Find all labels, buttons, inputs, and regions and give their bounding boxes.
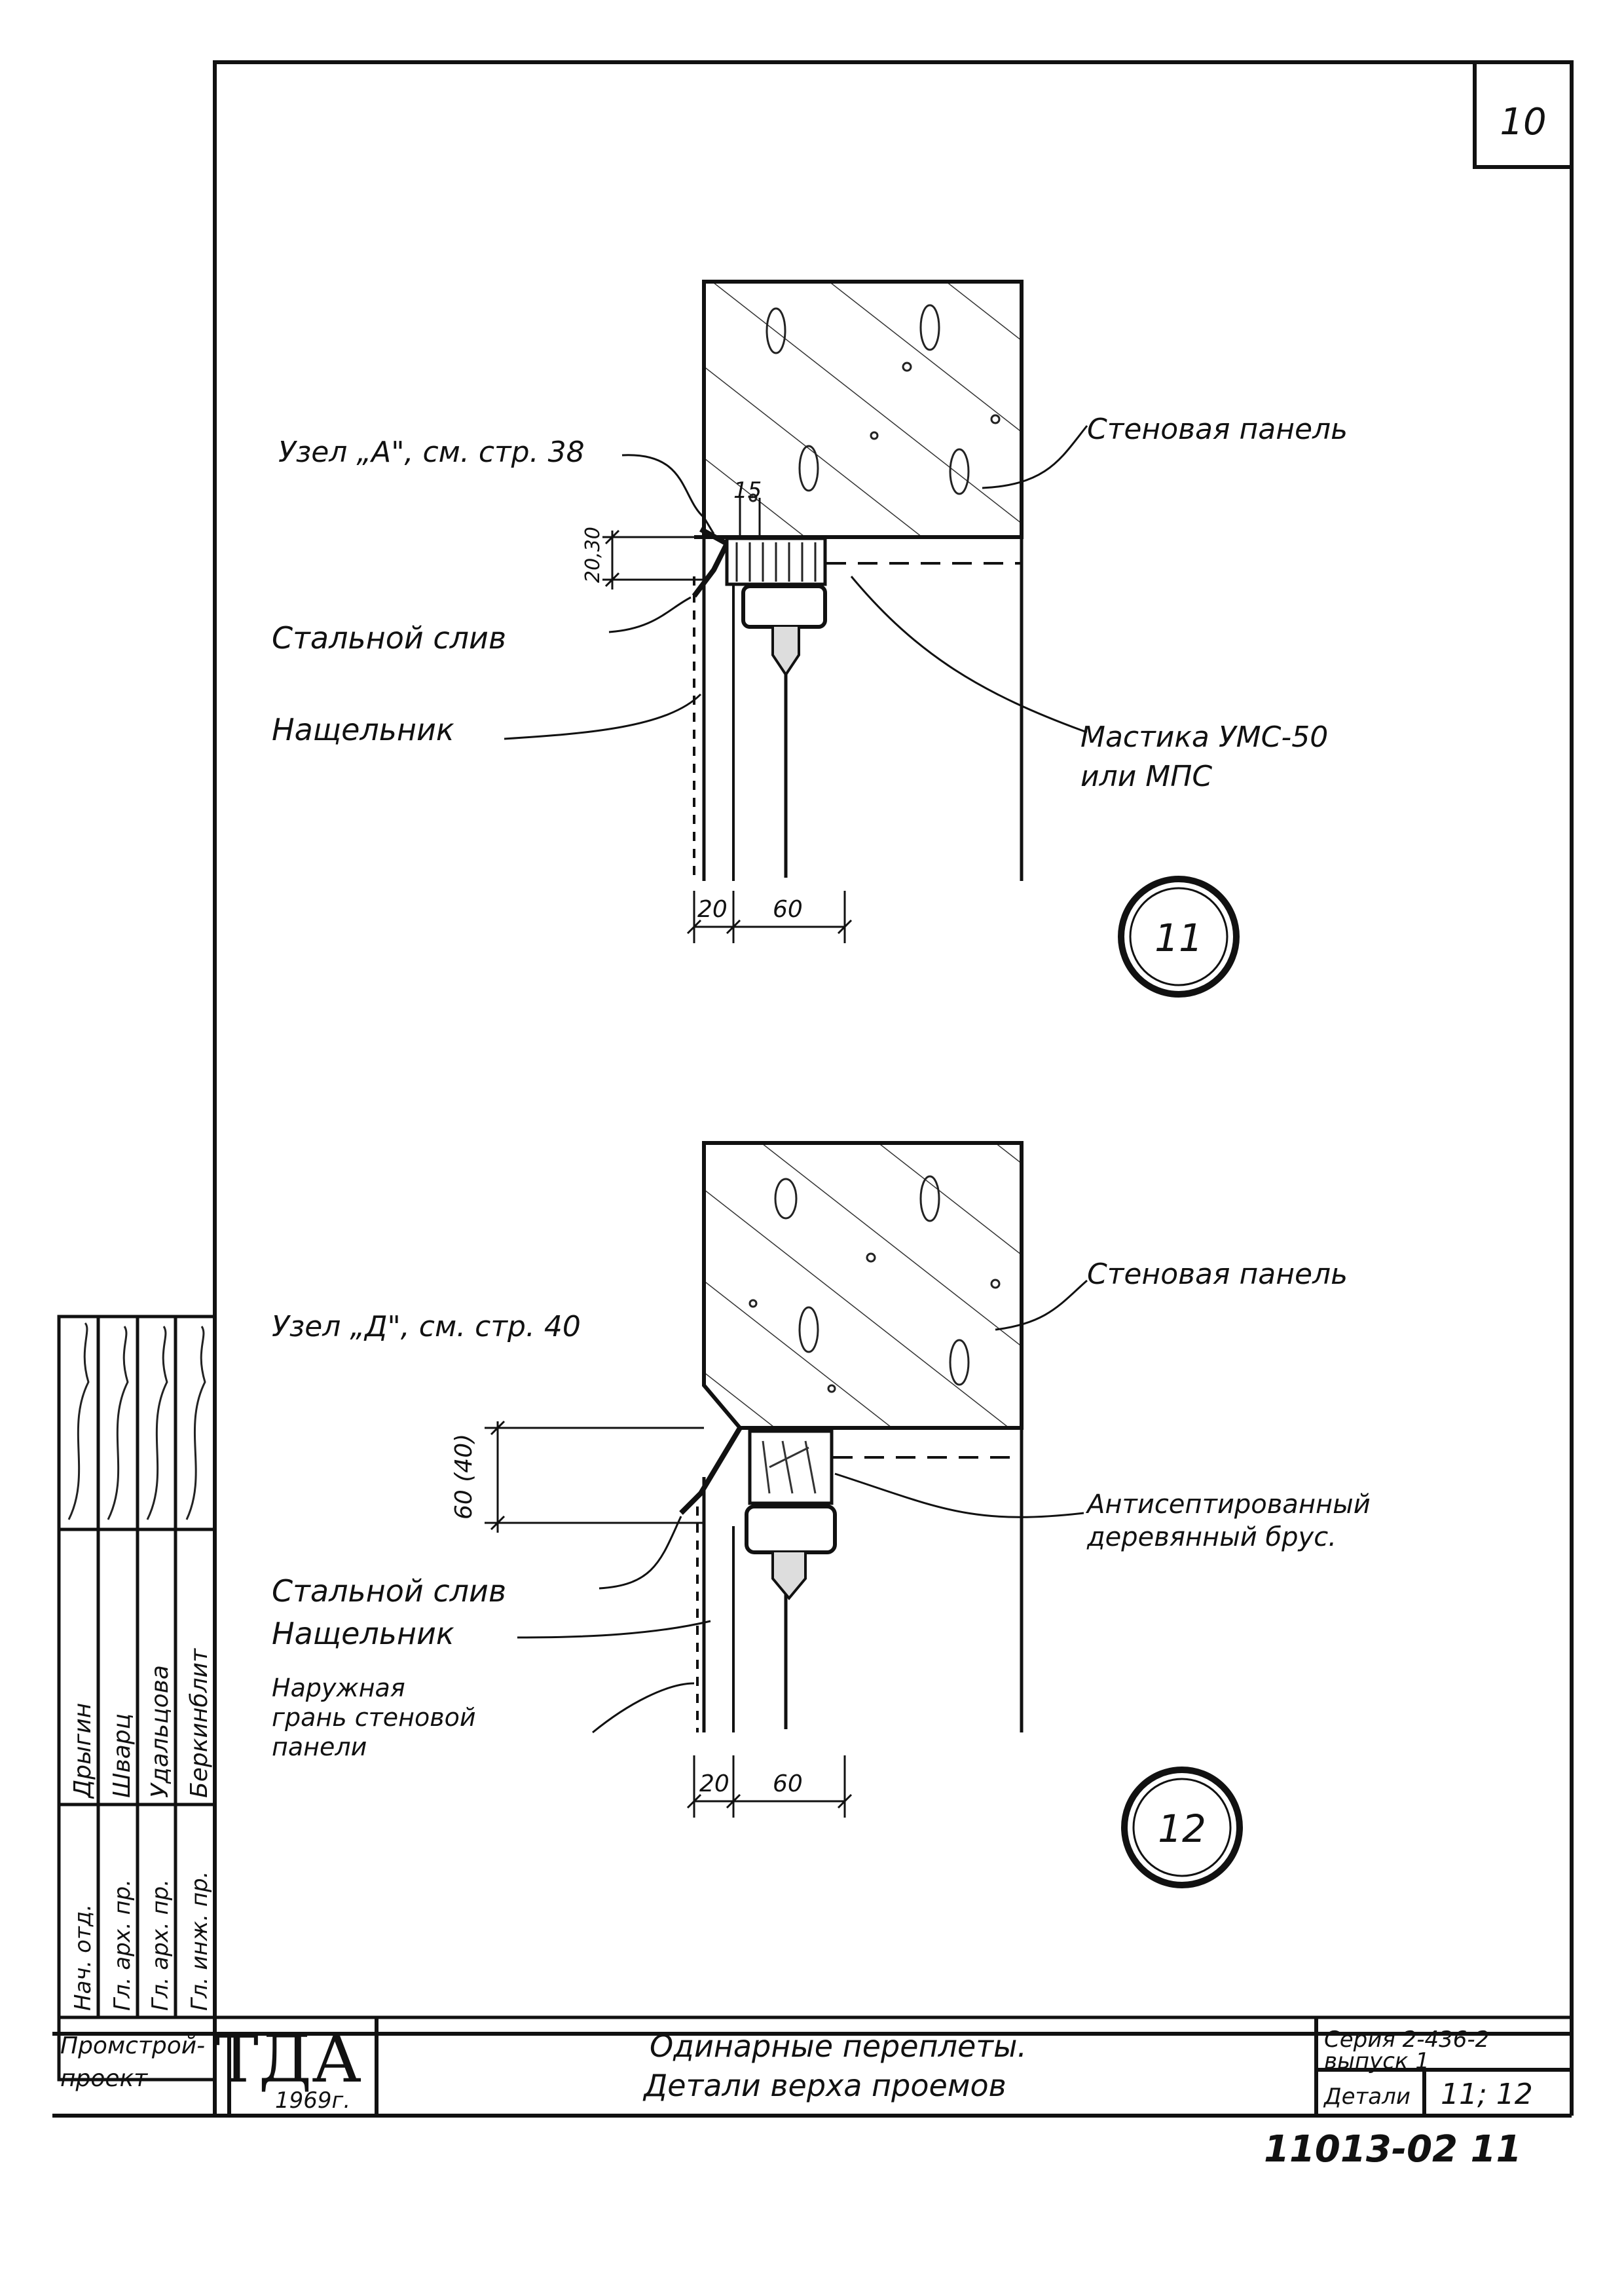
callout-node-11: Узел „A", см. стр. 38 (278, 436, 585, 469)
series-line-1: Серия 2-436-2 (1324, 2027, 1489, 2053)
sash-profile-11 (741, 584, 827, 677)
callout-outer-face-12b: грань стеновой (272, 1703, 476, 1732)
sig-role-1: Гл. арх. пр. (109, 1879, 136, 2011)
callout-outer-face-12a: Наружная (272, 1674, 405, 1702)
callout-beam-12a: Антисептированный (1085, 1489, 1371, 1520)
opening-lines-11 (693, 282, 1024, 881)
details-label: Детали (1323, 2084, 1411, 2110)
dimensions-12 (485, 1420, 853, 1818)
detail-marker-11: 11 (1118, 876, 1240, 998)
steel-drip-12 (679, 1426, 743, 1515)
wall-panel-11 (702, 280, 1024, 539)
tda-logo: ТДА (215, 2021, 361, 2097)
dim-bottom-20-12: 20 (699, 1770, 729, 1797)
sig-role-0: Нач. отд. (70, 1904, 96, 2011)
callout-cover-strip-12: Нащельник (272, 1616, 454, 1651)
detail-11: 15 20,30 20 60 Узел „A", см. стр. 38 Сте… (272, 280, 1348, 998)
title-line-1: Одинарные переплеты. (650, 2029, 1027, 2064)
wooden-beam-12 (748, 1429, 834, 1505)
callout-steel-drip-11: Стальной слив (272, 620, 506, 656)
wall-panel-12 (702, 1141, 1024, 1430)
opening-lines-12 (696, 1143, 1024, 1732)
title-block (52, 2015, 1572, 2116)
aggregate-marks-12 (748, 1175, 1001, 1393)
detail-marker-12-label: 12 (1158, 1806, 1206, 1851)
page-number: 10 (1500, 101, 1546, 143)
mastic-seal-11 (725, 536, 827, 586)
details-value: 11; 12 (1441, 2078, 1533, 2111)
sheet-number: 11013-02 11 (1264, 2128, 1521, 2171)
series-line-2: выпуск 1 (1324, 2048, 1430, 2074)
callout-cover-strip-11: Нащельник (272, 712, 454, 747)
signature-scribbles (67, 1322, 206, 1520)
sig-name-3: Беркинблит (186, 1648, 213, 1798)
dim-15-11: 15 (733, 477, 762, 504)
detail-marker-11-label: 11 (1154, 916, 1203, 960)
sig-role-3: Гл. инж. пр. (187, 1871, 213, 2011)
callout-mastic-11b: или МПС (1080, 760, 1212, 793)
leaders-11 (504, 425, 1088, 740)
detail-marker-12: 12 (1121, 1767, 1243, 1888)
dim-bottom-60-12: 60 (773, 1770, 803, 1797)
dim-20-30-11: 20,30 (581, 527, 604, 583)
signature-table: Нач. отд. Гл. арх. пр. Гл. арх. пр. Гл. … (57, 1315, 217, 2082)
dimensions-11 (602, 498, 853, 943)
leaders-12 (517, 1279, 1088, 1734)
dim-bottom-60-11: 60 (773, 896, 803, 923)
callout-node-12: Узел „Д", см. стр. 40 (272, 1310, 581, 1343)
callout-wall-panel-12: Стеновая панель (1087, 1258, 1348, 1291)
sash-profile-12 (745, 1505, 837, 1601)
sig-name-1: Шварц (109, 1713, 136, 1798)
callout-outer-face-12c: панели (272, 1732, 367, 1761)
callout-wall-panel-11: Стеновая панель (1087, 413, 1348, 446)
callout-steel-drip-12: Стальной слив (272, 1573, 506, 1609)
dim-60-40-12: 60 (40) (451, 1434, 477, 1520)
sig-role-2: Гл. арх. пр. (147, 1879, 174, 2011)
detail-12: 60 (40) 20 60 Узел „Д", см. стр. 40 Стен… (272, 1141, 1371, 1888)
sig-name-0: Дрыгин (69, 1703, 96, 1799)
org-line-2: проект (60, 2065, 148, 2092)
dim-bottom-20-11: 20 (697, 896, 728, 923)
steel-drip-11 (692, 527, 731, 598)
sig-name-2: Удальцова (147, 1665, 174, 1798)
title-line-2: Детали верха проемов (642, 2068, 1006, 2103)
year: 1969г. (275, 2087, 350, 2114)
org-line-1: Промстрой- (60, 2032, 205, 2059)
aggregate-marks-11 (748, 304, 1001, 502)
callout-mastic-11a: Мастика УМС-50 (1080, 720, 1328, 754)
callout-beam-12b: деревянный брус. (1086, 1522, 1337, 1552)
